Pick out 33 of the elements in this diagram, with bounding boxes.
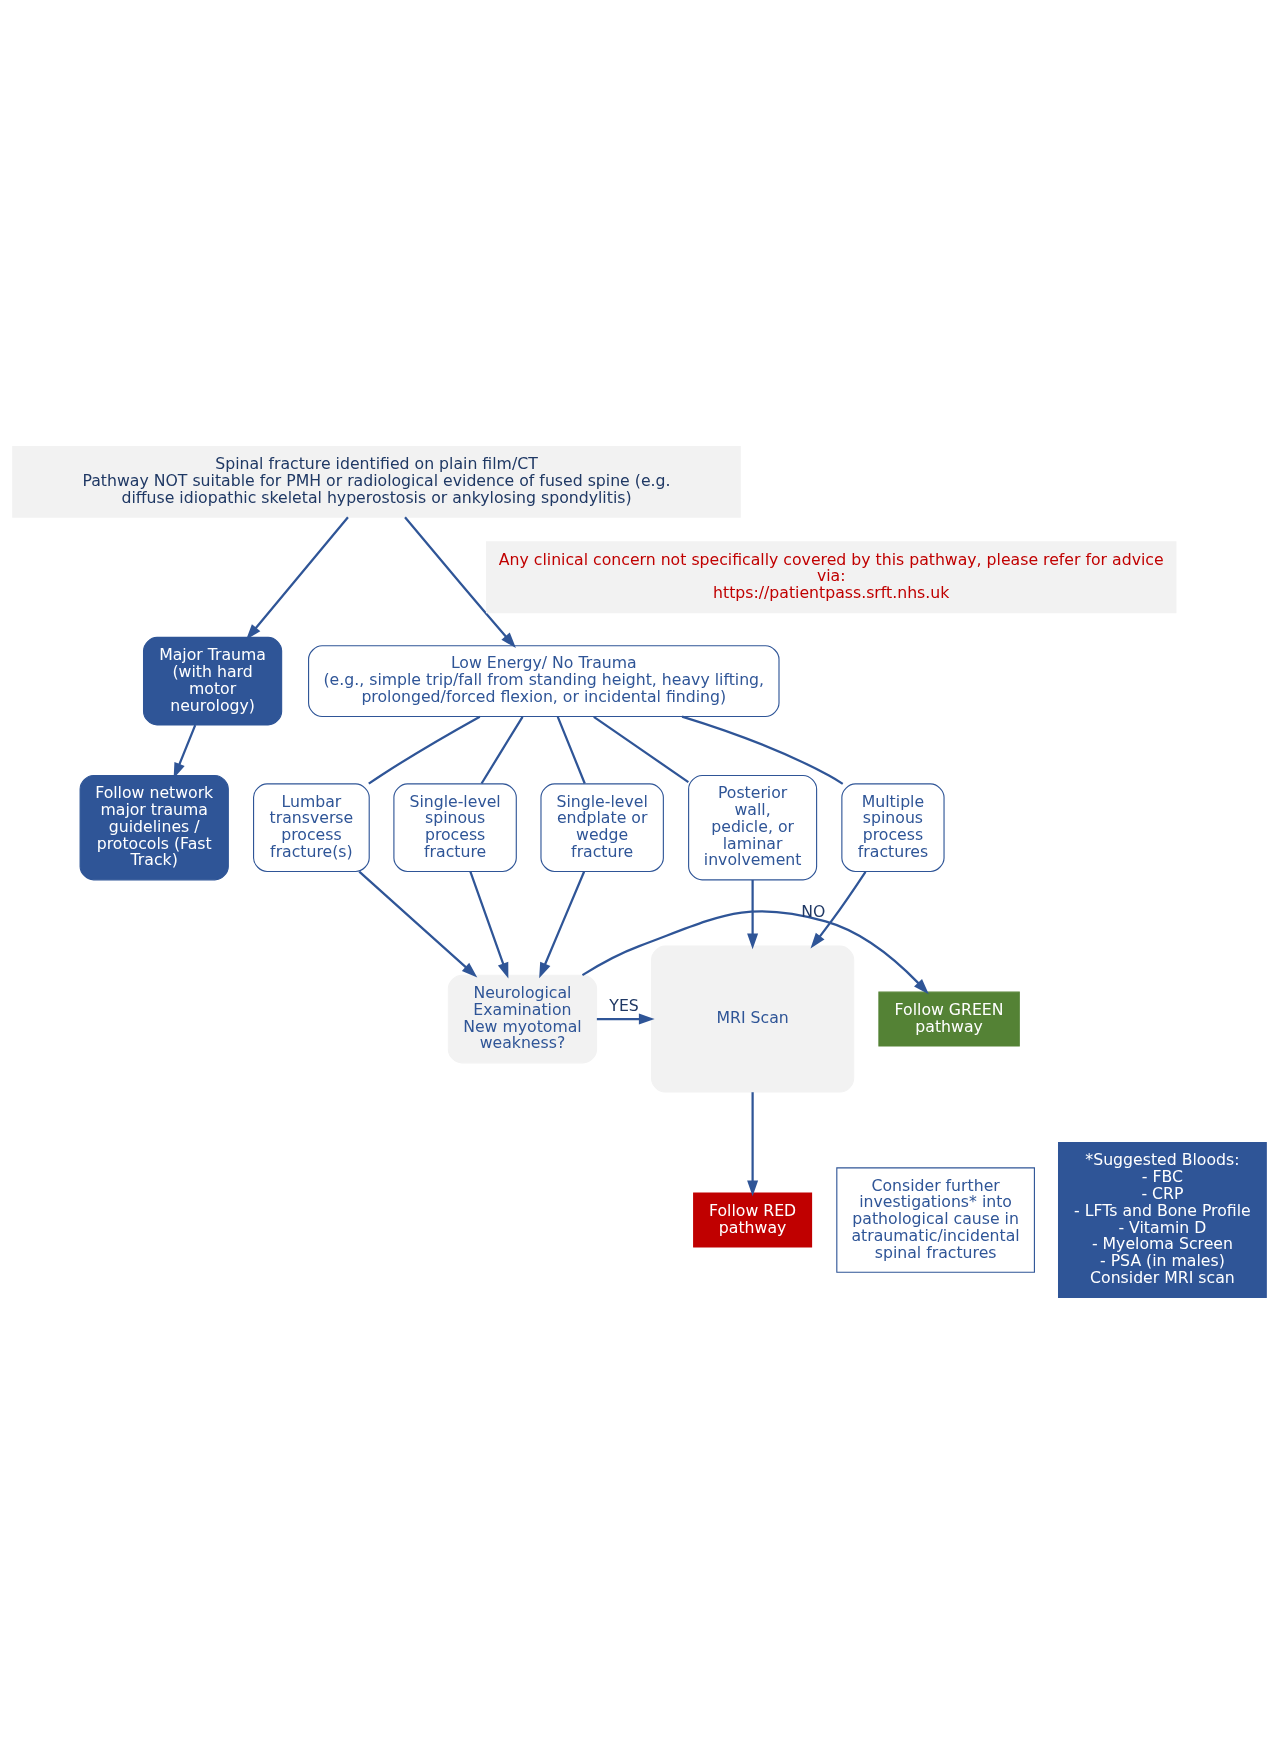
node-box: Consider further investigations* into pathological cause in atraumatic/incidental spinal fractures xyxy=(836,1167,1035,1273)
connector xyxy=(480,716,524,785)
node-box: Spinal fracture identified on plain film/CT Pathway NOT suitable for PMH or radiological evidence of fused spine (e.g. diffuse idiopathic skeletal hyperostosis or ankylosing spondylitis) xyxy=(12,445,741,518)
arrow xyxy=(246,516,349,640)
node-box: Single-level spinous process fracture xyxy=(393,783,517,872)
node-box: Posterior wall, pedicle, or laminar involvement xyxy=(688,774,818,881)
node-box: Low Energy/ No Trauma (e.g., simple trip/fall from standing height, heavy lifting, prolonged/forced flexion, or incidental finding) xyxy=(308,645,780,718)
arrow xyxy=(810,871,867,949)
arrow xyxy=(469,871,509,979)
node-box: Follow GREEN pathway xyxy=(878,991,1020,1047)
node-box: Follow RED pathway xyxy=(693,1192,813,1248)
arrow xyxy=(747,879,759,950)
node-box: Multiple spinous process fractures xyxy=(841,783,945,872)
arrow xyxy=(581,910,929,995)
node-box: MRI Scan xyxy=(651,945,855,1093)
node-box: Neurological Examination New myotomal weakness? xyxy=(447,974,598,1064)
connector xyxy=(681,715,844,785)
node-box: Major Trauma (with hard motor neurology) xyxy=(143,636,283,726)
node-box: Lumbar transverse process fracture(s) xyxy=(253,783,370,872)
connector xyxy=(556,716,586,784)
connector xyxy=(368,715,481,785)
arrow xyxy=(358,870,478,978)
arrow xyxy=(404,516,516,649)
node-box: Follow network major trauma guidelines / protocols (Fast Track) xyxy=(79,774,229,881)
connector xyxy=(593,715,689,784)
edge-label: NO xyxy=(801,902,826,922)
node-box: *Suggested Bloods: - FBC - CRP - LFTs and Bone Profile - Vitamin D - Myeloma Screen - PSA (in males) Consider MRI scan xyxy=(1058,1142,1267,1299)
node-box: Single-level endplate or wedge fracture xyxy=(540,783,664,872)
arrow xyxy=(596,1013,655,1025)
node-box: Any clinical concern not specifically covered by this pathway, please refer for advice via: https://patientpass.srft.nhs.uk xyxy=(485,541,1177,614)
arrow xyxy=(747,1092,759,1197)
edge-label: YES xyxy=(609,996,639,1016)
arrow xyxy=(539,871,586,979)
